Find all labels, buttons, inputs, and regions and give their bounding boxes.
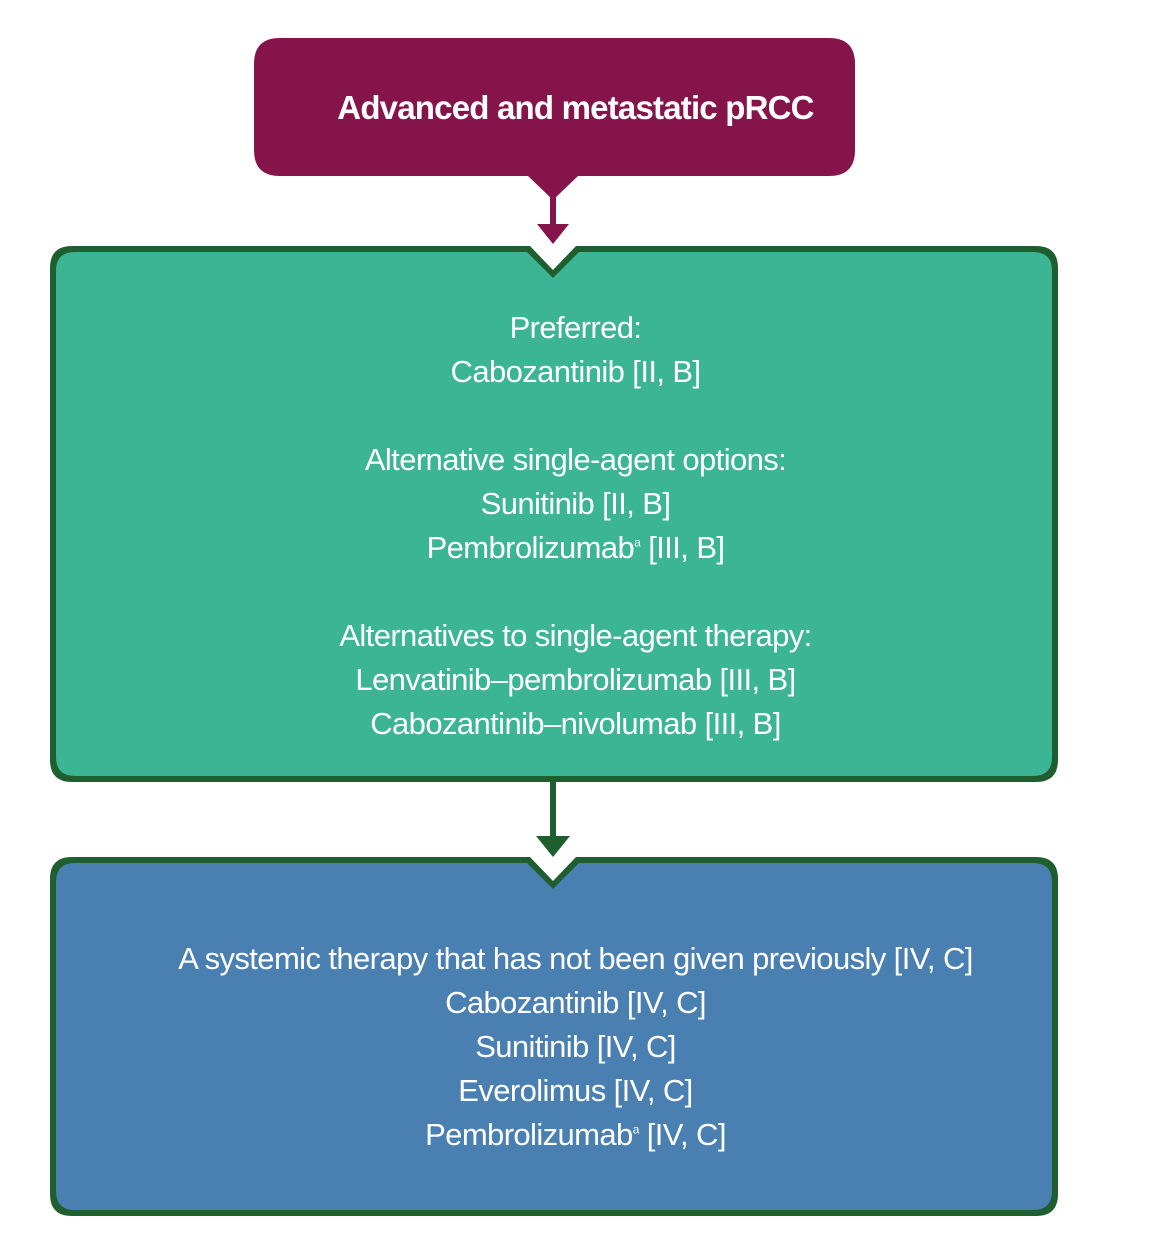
blue-line-1: A systemic therapy that has not been giv… xyxy=(178,941,973,976)
evidence-level: [IV, C] xyxy=(638,1117,727,1152)
top-box xyxy=(254,38,855,200)
top-box-title: Advanced and metastatic pRCC xyxy=(337,89,814,126)
preferred-item: Cabozantinib [II, B] xyxy=(450,354,702,389)
blue-line-2: Cabozantinib [IV, C] xyxy=(445,985,706,1020)
evidence-level: [III, B] xyxy=(640,530,725,565)
spacer xyxy=(0,570,1151,614)
blue-box-text: A systemic therapy that has not been giv… xyxy=(0,937,1151,1157)
single-agent-item-2: Pembrolizumaba [III, B] xyxy=(0,526,1151,570)
blue-line-4: Everolimus [IV, C] xyxy=(458,1073,693,1108)
combo-item-1: Lenvatinib–pembrolizumab [III, B] xyxy=(355,662,796,697)
single-agent-item-1: Sunitinib [II, B] xyxy=(480,486,671,521)
combo-item-2: Cabozantinib–nivolumab [III, B] xyxy=(370,706,781,741)
green-box-text: Preferred: Cabozantinib [II, B] Alternat… xyxy=(0,306,1151,746)
green-box-fill xyxy=(56,252,1052,776)
combo-heading: Alternatives to single-agent therapy: xyxy=(339,618,812,653)
blue-line-5: Pembrolizumaba [IV, C] xyxy=(0,1113,1151,1157)
blue-line-3: Sunitinib [IV, C] xyxy=(475,1029,676,1064)
footnote-marker: a xyxy=(634,535,641,550)
arrowhead-top-to-green xyxy=(537,224,569,244)
footnote-marker: a xyxy=(632,1122,640,1137)
blue-box-fill xyxy=(56,863,1052,1210)
drug-name: Pembrolizumab xyxy=(426,530,635,565)
single-agent-heading: Alternative single-agent options: xyxy=(364,442,787,477)
spacer xyxy=(0,394,1151,438)
arrowhead-green-to-blue xyxy=(536,836,570,857)
drug-name: Pembrolizumab xyxy=(425,1117,633,1152)
preferred-heading: Preferred: xyxy=(509,310,642,345)
